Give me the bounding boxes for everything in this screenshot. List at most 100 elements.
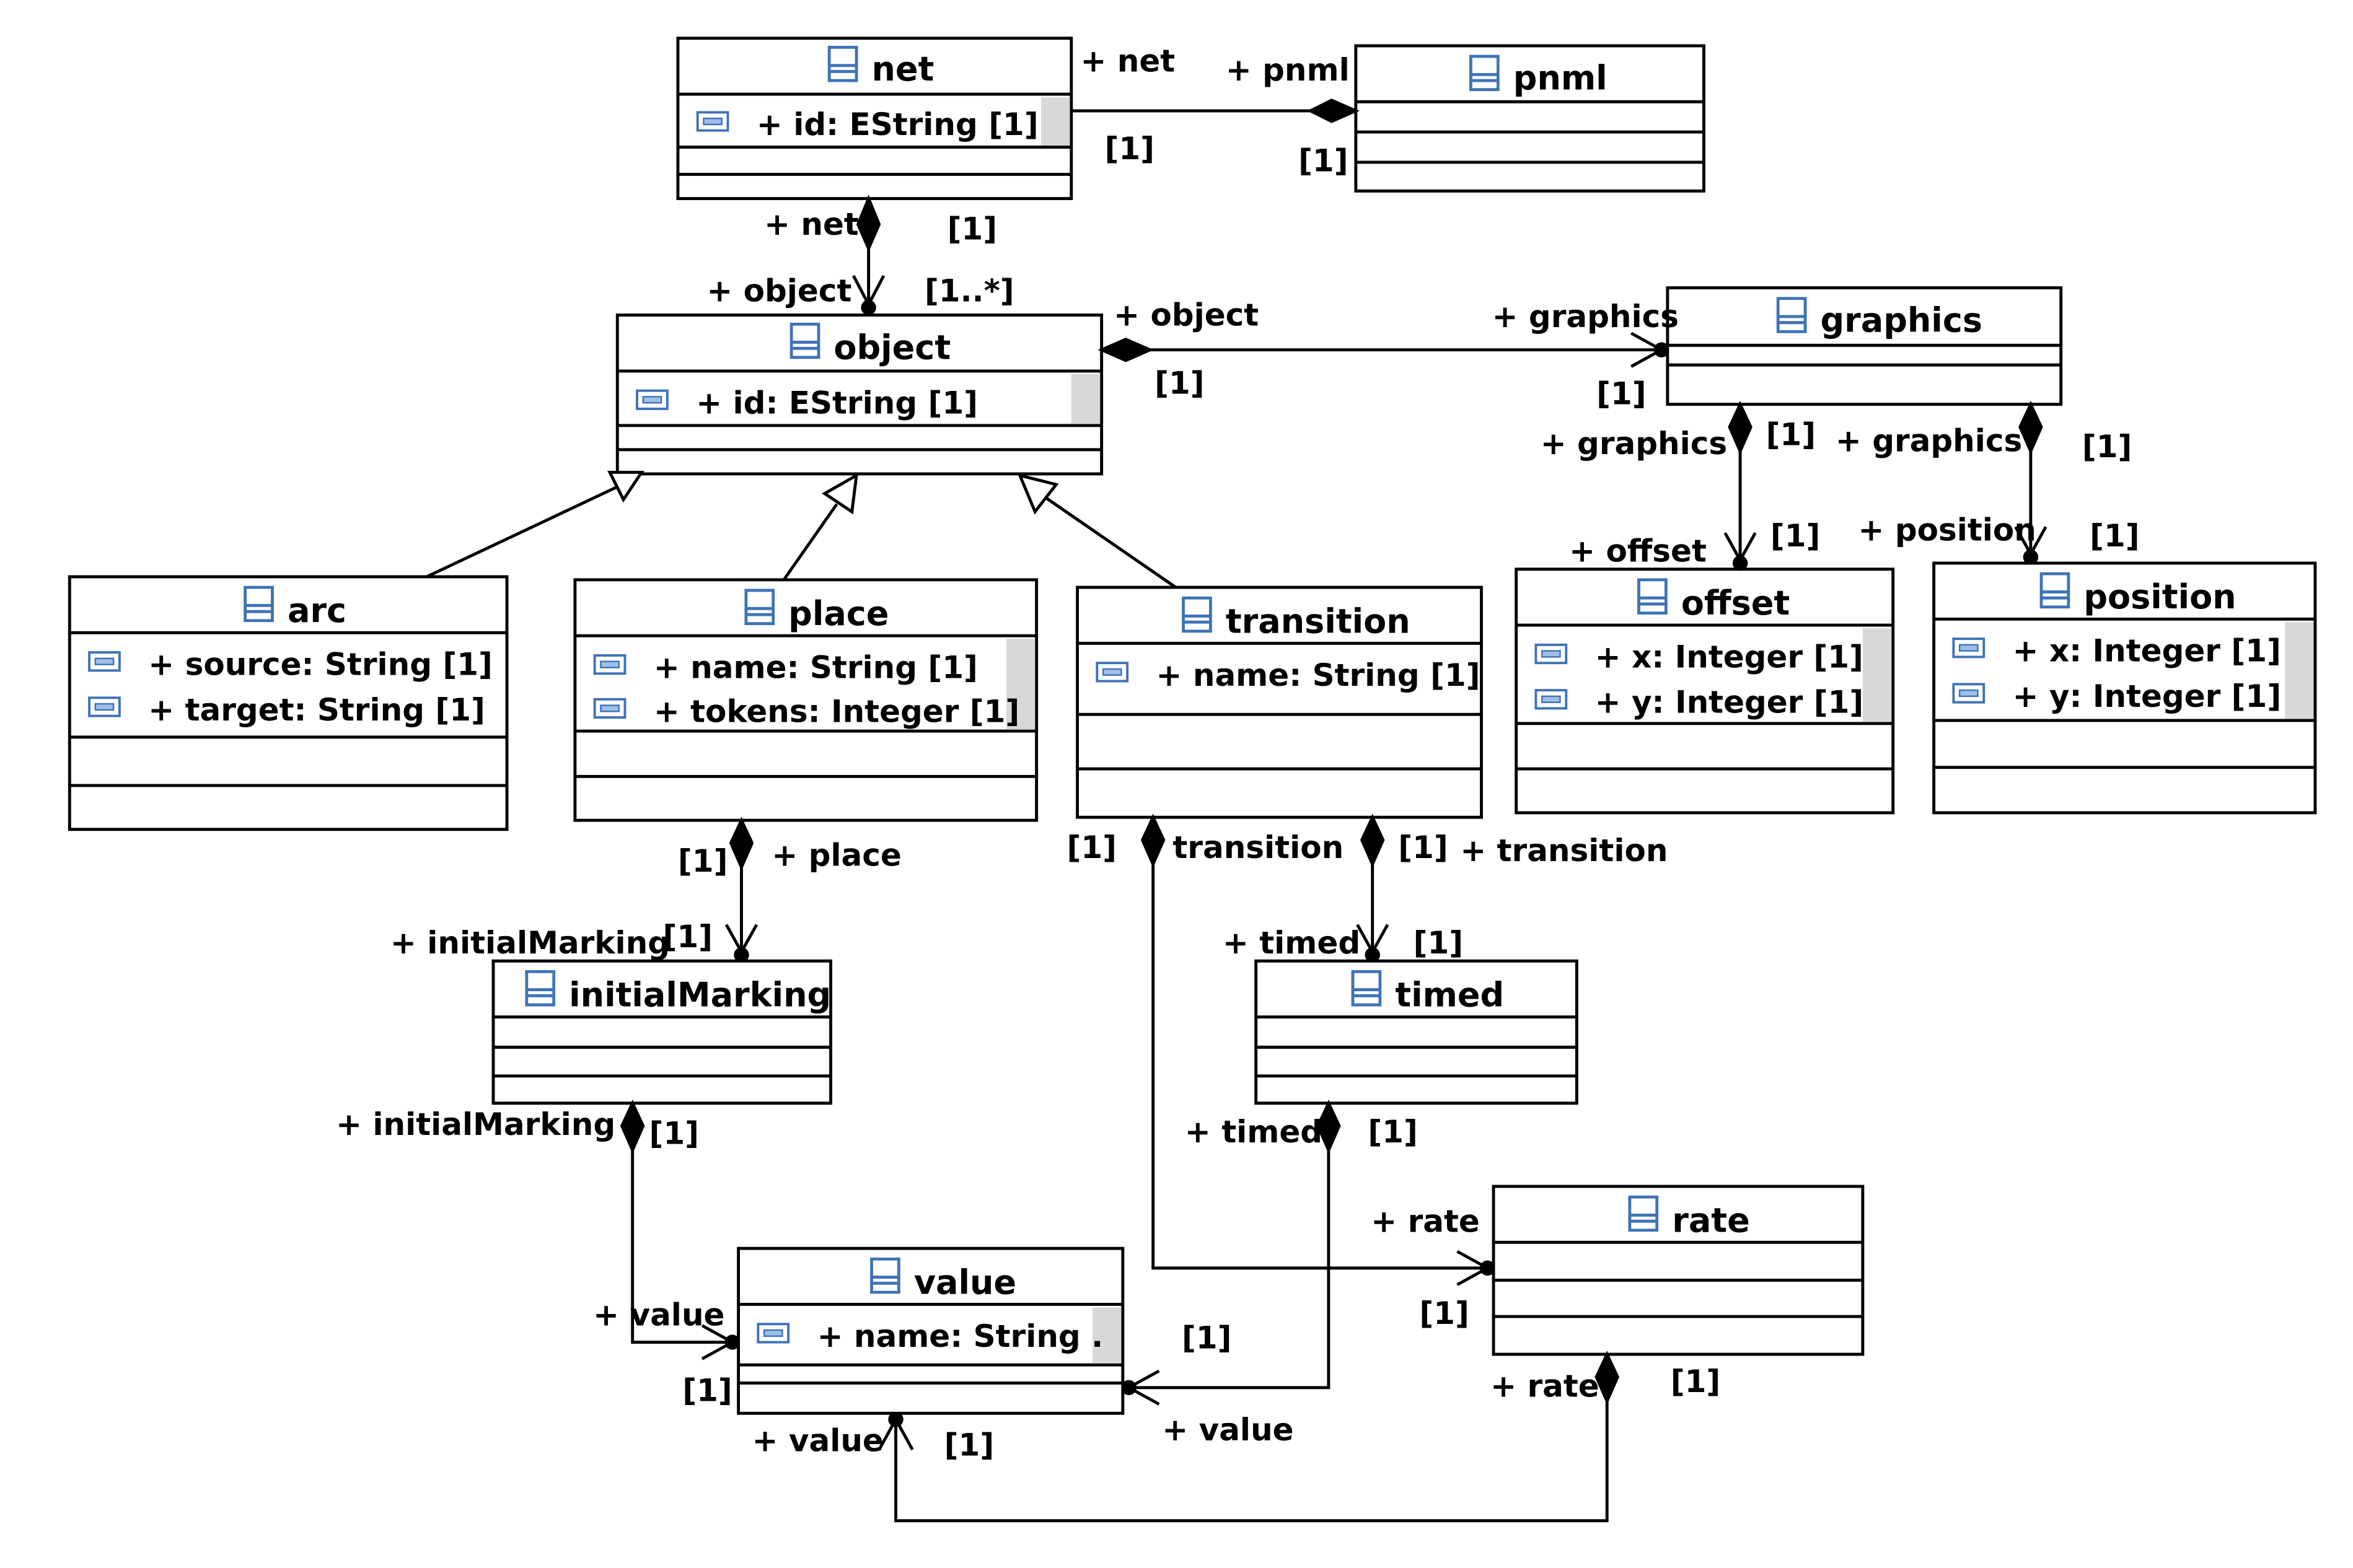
multiplicity-label: [1] [678,843,728,879]
class-name: net [871,50,934,89]
attribute-label: + id: EString [1] [757,107,1039,142]
multiplicity-label: [1] [663,919,713,955]
class-object[interactable]: object + id: EString [1] [615,313,1104,476]
class-name: object [833,328,951,367]
class-name: pnml [1513,59,1608,98]
class-pnml[interactable]: pnml [1354,44,1705,193]
class-name: rate [1672,1201,1750,1240]
association-transition-timed[interactable] [1356,813,1389,963]
class-name: place [788,594,889,633]
class-icon [527,971,554,1005]
class-initialmarking[interactable]: initialMarking [491,959,832,1105]
role-label: + rate [1490,1368,1599,1404]
association-net-object[interactable] [852,195,886,315]
class-arc[interactable]: arc + source: String [1] + target: Strin… [68,575,509,831]
multiplicity-label: [1] [1368,1114,1418,1150]
class-icon [1183,598,1210,631]
multiplicity-label: [1] [682,1373,732,1409]
attribute-label: + y: Integer [1] [1595,685,1864,720]
class-name: arc [288,591,346,630]
class-name: offset [1681,584,1790,623]
multiplicity-label: [1..*] [925,273,1014,309]
role-label: + graphics [1492,299,1679,335]
attribute-icon [1097,663,1127,681]
role-label: + rate [1371,1203,1480,1239]
attribute-icon [89,698,120,716]
class-position[interactable]: position + x: Integer [1] + y: Integer [… [1932,561,2317,815]
multiplicity-label: [1] [1105,131,1155,167]
attribute-label: + name: String [1] [654,650,978,686]
class-name: position [2083,577,2236,616]
multiplicity-label: [1] [2082,429,2132,465]
generalization-arc-object[interactable] [426,471,644,579]
role-label: + timed [1223,925,1360,961]
role-label: + net [764,206,859,242]
multiplicity-label: [1] [1770,518,1821,554]
role-label: + value [752,1422,884,1458]
class-icon [1353,971,1380,1005]
attribute-icon [637,391,667,409]
attribute-label: + x: Integer [1] [2013,633,2281,669]
association-net-pnml[interactable] [1071,99,1360,123]
multiplicity-label: [1] [1596,376,1647,412]
class-icon [791,324,819,357]
class-offset[interactable]: offset + x: Integer [1] + y: Integer [1] [1515,567,1895,815]
multiplicity-label: [1] [1155,366,1205,401]
association-graphics-offset[interactable] [1723,400,1757,571]
class-icon [1630,1197,1657,1230]
generalization-place-object[interactable] [782,472,859,581]
class-graphics[interactable]: graphics [1666,286,2063,406]
association-transition-rate[interactable] [1140,813,1495,1286]
multiplicity-label: [1] [944,1427,995,1463]
class-icon [871,1259,899,1292]
class-rate[interactable]: rate [1492,1185,1865,1356]
multiplicity-label: [1] [1671,1364,1721,1399]
role-label: + value [1162,1412,1293,1448]
class-value[interactable]: value + name: String . [737,1246,1125,1415]
composition-diamond [1594,1351,1619,1405]
composition-diamond [620,1099,645,1154]
class-place[interactable]: place + name: String [1] + tokens: Integ… [573,578,1039,822]
multiplicity-label: [1] [1298,143,1348,179]
class-timed[interactable]: timed [1254,959,1578,1105]
class-icon [1778,299,1805,332]
association-timed-value[interactable] [1121,1099,1341,1406]
attribute-label: + id: EString [1] [696,385,978,421]
attribute-label: + name: String [1] [1156,657,1480,693]
role-label: + transition [1460,833,1668,869]
class-icon [1638,580,1666,613]
class-name: timed [1395,975,1504,1014]
association-place-initialmarking[interactable] [724,817,759,963]
association-rate-value[interactable] [877,1351,1619,1523]
attribute-label: + tokens: Integer [1] [654,693,1019,729]
attribute-label: + source: String [1] [148,647,493,683]
association-graphics-position[interactable] [2014,400,2047,565]
class-icon [1471,56,1498,90]
role-label: + position [1858,512,2036,548]
class-name: graphics [1820,300,1982,339]
role-label: + offset [1569,533,1707,569]
role-label: + graphics [1836,423,2022,458]
composition-diamond [729,817,754,871]
composition-diamond [2018,400,2043,455]
class-transition[interactable]: transition + name: String [1] [1076,585,1483,819]
composition-diamond [1360,813,1385,869]
association-initialmarking-value[interactable] [620,1099,741,1360]
attribute-label: + target: String [1] [148,692,485,728]
attribute-label: + name: String . [817,1318,1104,1354]
attribute-label: + y: Integer [1] [2013,678,2282,714]
role-label: + net [1080,43,1175,79]
class-name: transition [1226,602,1410,641]
role-label: + initialMarking [390,925,670,961]
role-label: + timed [1185,1114,1322,1150]
composition-diamond [1728,400,1753,455]
generalization-transition-object[interactable] [1017,473,1177,589]
attribute-icon [595,699,625,717]
role-label: transition [1172,830,1344,865]
class-net[interactable]: net + id: EString [1] [676,37,1073,200]
composition-diamond [1097,337,1154,362]
association-object-graphics[interactable] [1097,331,1669,368]
role-label: + place [772,837,902,873]
class-icon [746,590,773,624]
multiplicity-label: [1] [649,1116,700,1152]
